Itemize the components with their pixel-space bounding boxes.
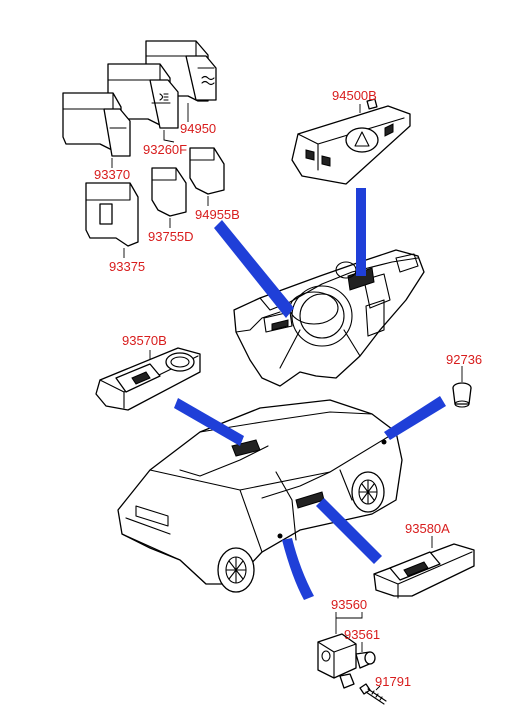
screw-91791	[359, 683, 387, 705]
switch-93375	[85, 182, 139, 247]
part-number-93580A: 93580A	[405, 521, 450, 536]
switch-94955B	[189, 147, 225, 195]
part-number-93375: 93375	[109, 259, 146, 274]
pointer-93580A-to-car	[316, 498, 382, 564]
part-number-94950: 94950	[180, 121, 217, 136]
fog-lamp-icon	[159, 93, 169, 101]
fuel-filler-opener-92736	[452, 382, 472, 408]
switch-93370	[62, 92, 131, 157]
car-rear-wheel	[217, 547, 255, 593]
hazard-switch-panel-94500B	[291, 98, 411, 185]
part-number-93370: 93370	[94, 167, 131, 182]
leader-93560	[335, 612, 363, 634]
pointer-93570B-to-car	[174, 398, 244, 446]
door-switch-93560	[317, 633, 376, 689]
car-front-wheel	[351, 471, 385, 513]
part-number-94955B: 94955B	[195, 207, 240, 222]
part-number-92736: 92736	[446, 352, 483, 367]
power-window-switch-93570B	[95, 347, 201, 411]
part-number-93570B: 93570B	[122, 333, 167, 348]
car-body	[117, 399, 403, 585]
part-number-93560: 93560	[331, 597, 368, 612]
part-number-93561: 93561	[344, 627, 381, 642]
hazard-triangle-icon	[354, 131, 370, 147]
pointer-93560-to-car	[282, 538, 314, 600]
switch-93755D	[151, 167, 187, 217]
power-window-switch-93580A	[373, 543, 475, 599]
car-marker-rear-window-switch	[231, 439, 261, 457]
car-marker-fuel-filler	[381, 439, 387, 445]
car-marker-door-sensor	[277, 533, 283, 539]
pointer-92736-to-car	[384, 396, 446, 440]
part-number-94500B: 94500B	[332, 88, 377, 103]
part-number-93755D: 93755D	[148, 229, 194, 244]
pointer-switches-to-dashboard	[214, 220, 294, 318]
part-number-93260F: 93260F	[143, 142, 188, 157]
pointer-panel-to-dashboard	[356, 188, 366, 276]
switch-93260F	[107, 63, 179, 129]
part-number-91791: 91791	[375, 674, 412, 689]
rear-defrost-icon	[201, 75, 215, 86]
